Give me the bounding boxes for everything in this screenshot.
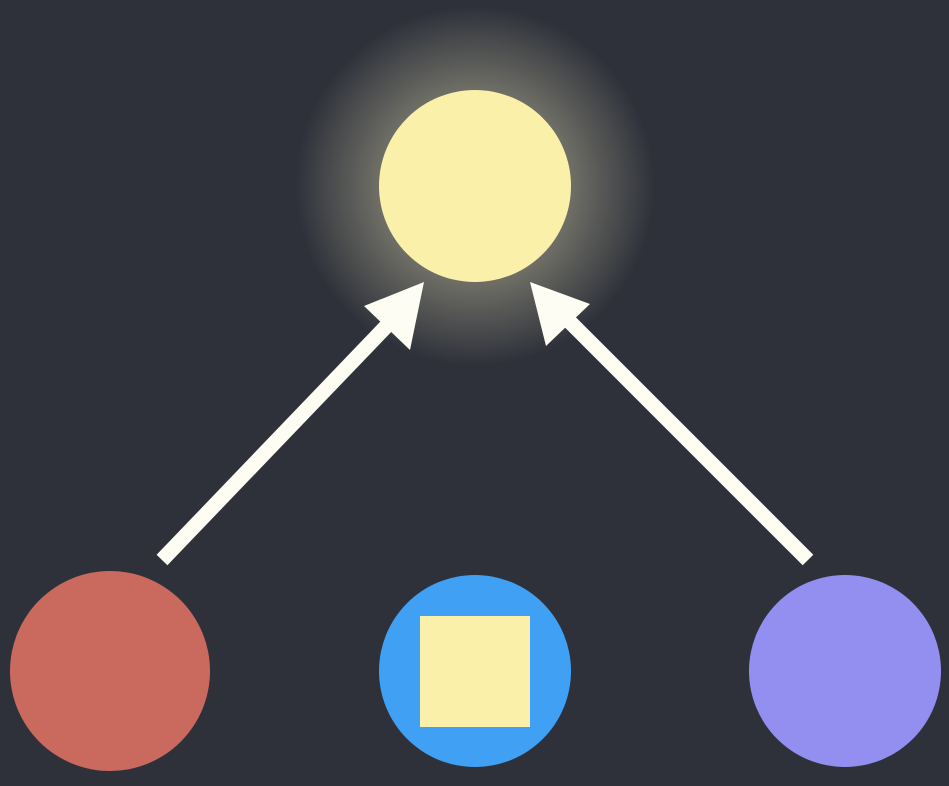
arrow-left-head [364,282,424,350]
arrow-right [554,306,814,566]
arrow-left [156,306,406,566]
bottom-right-node [749,575,941,767]
bottom-left-node [10,571,210,771]
arrow-right-head [530,282,590,346]
bottom-center-square [420,616,530,727]
top-node [379,90,571,282]
